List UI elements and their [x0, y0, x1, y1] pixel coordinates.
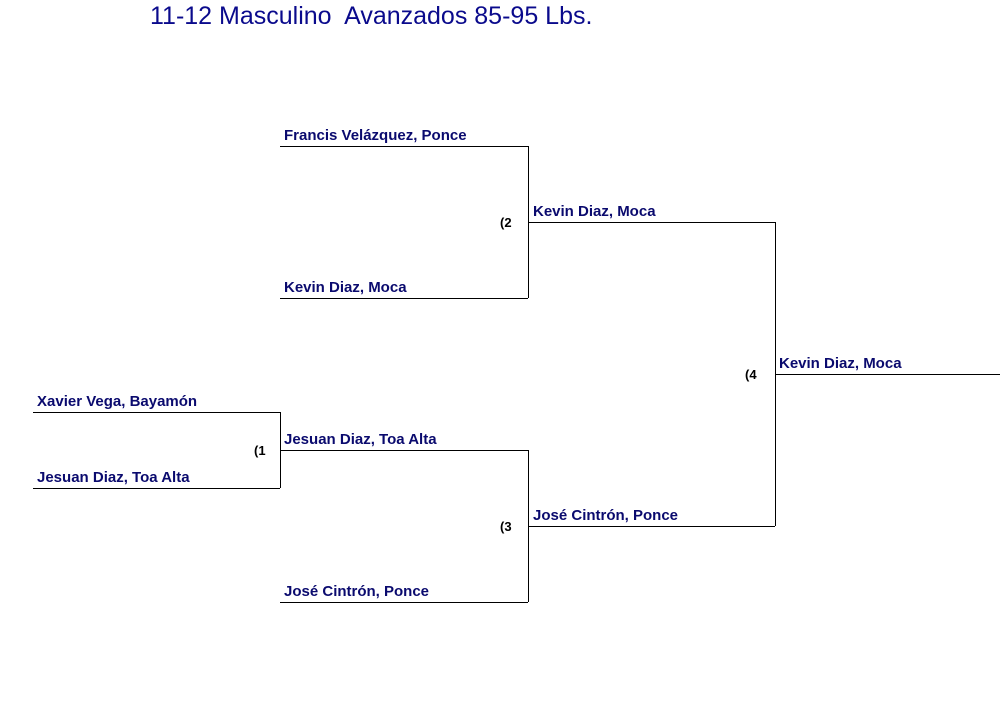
bout2-top-line [280, 146, 528, 147]
bout1-top-line [33, 412, 280, 413]
bout4-number: (4 [745, 367, 757, 382]
bout4-top-line [528, 222, 775, 223]
champion-name: Kevin Diaz, Moca [779, 355, 902, 372]
champion-line [775, 374, 1000, 375]
bout4-bottom-competitor: José Cintrón, Ponce [533, 507, 679, 524]
bout3-bottom-line [280, 602, 528, 603]
bout4-bottom-line [528, 526, 775, 527]
bout3-top-competitor: Jesuan Diaz, Toa Alta [284, 431, 437, 448]
bout1-top-competitor: Xavier Vega, Bayamón [37, 393, 198, 410]
bout4-top-competitor: Kevin Diaz, Moca [533, 203, 656, 220]
bout3-number: (3 [500, 519, 512, 534]
bout2-bottom-line [280, 298, 528, 299]
bout2-top-competitor: Francis Velázquez, Ponce [284, 127, 467, 144]
bout1-bottom-competitor: Jesuan Diaz, Toa Alta [37, 469, 190, 486]
bout3-top-line [280, 450, 528, 451]
bout3-connector [528, 450, 529, 602]
bout3-bottom-competitor: José Cintrón, Ponce [284, 583, 430, 600]
bout2-number: (2 [500, 215, 512, 230]
bout1-number: (1 [254, 443, 266, 458]
page-title: 11-12 Masculino Avanzados 85-95 Lbs. [150, 2, 593, 30]
bout2-bottom-competitor: Kevin Diaz, Moca [284, 279, 407, 296]
bout1-bottom-line [33, 488, 280, 489]
